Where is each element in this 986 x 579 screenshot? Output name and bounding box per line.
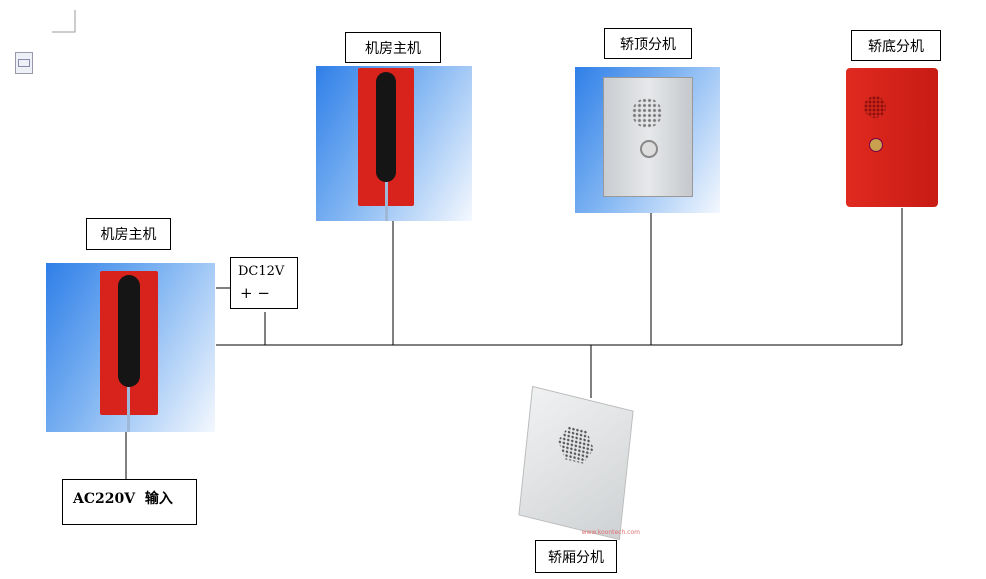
label-car-cabin: 轿厢分机	[535, 540, 617, 573]
label-car-top: 轿顶分机	[604, 28, 692, 59]
speaker-grille-icon	[556, 424, 595, 466]
ac220v-input-box: AC220V 输入	[62, 479, 197, 525]
ac-label: AC220V 输入	[73, 491, 173, 507]
dc-label: DC12V	[238, 264, 285, 279]
car-cabin-extension-photo: www.koontech.com	[515, 385, 640, 541]
watermark: www.koontech.com	[581, 529, 640, 536]
document-icon	[15, 52, 33, 74]
label-machine-room-top: 机房主机	[345, 32, 441, 63]
car-bottom-extension-photo	[846, 68, 938, 207]
speaker-grille-icon	[864, 96, 886, 118]
handset-icon	[376, 72, 396, 182]
machine-room-host-photo	[316, 66, 472, 221]
machine-room-host-photo	[46, 263, 215, 432]
call-button-icon	[869, 138, 883, 152]
car-top-extension-photo	[575, 67, 720, 213]
label-machine-room-left: 机房主机	[86, 218, 171, 250]
call-button-icon	[640, 140, 658, 158]
handset-icon	[118, 275, 140, 387]
label-car-bottom: 轿底分机	[851, 30, 941, 61]
dc-polarity: + −	[240, 284, 270, 302]
page-corner-mark	[52, 10, 76, 33]
dc12v-power-box: DC12V + −	[230, 257, 298, 309]
speaker-grille-icon	[632, 98, 662, 128]
